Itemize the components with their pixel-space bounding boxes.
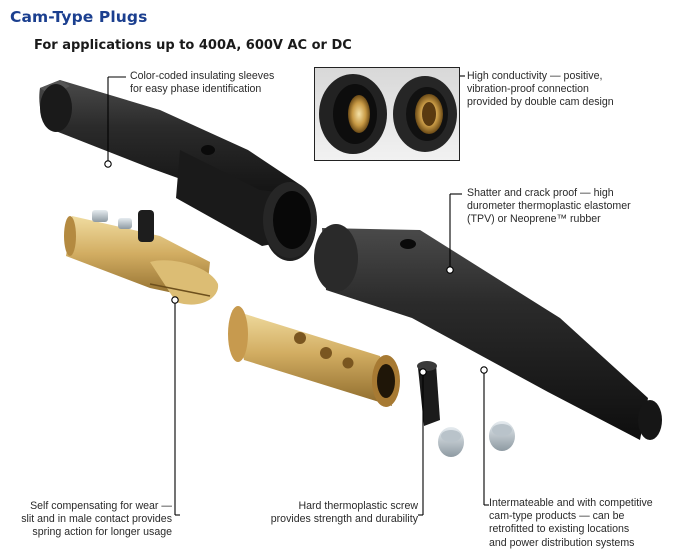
callout-insulating-sleeves: Color-coded insulating sleeves for easy …	[130, 70, 275, 96]
set-screws	[438, 421, 515, 457]
leader-lines	[104, 75, 489, 516]
page-subtitle: For applications up to 400A, 600V AC or …	[34, 38, 352, 53]
callout-thermoplastic-screw: Hard thermoplastic screw provides streng…	[270, 500, 418, 526]
callout-shatter-proof: Shatter and crack proof — high durometer…	[467, 187, 631, 226]
left-insulating-sleeve	[39, 80, 317, 261]
callout-high-conductivity: High conductivity — positive, vibration-…	[467, 70, 614, 109]
page-title: Cam-Type Plugs	[10, 8, 148, 26]
female-brass-contact	[228, 306, 400, 407]
callout-intermateable: Intermateable and with competitive cam-t…	[489, 497, 653, 549]
right-insulating-sleeve	[314, 224, 662, 440]
callout-self-compensating: Self compensating for wear — slit and in…	[21, 500, 172, 539]
male-brass-contact	[64, 210, 219, 305]
inset-contacts-image	[315, 68, 459, 160]
inset-closeup-frame	[314, 67, 460, 161]
